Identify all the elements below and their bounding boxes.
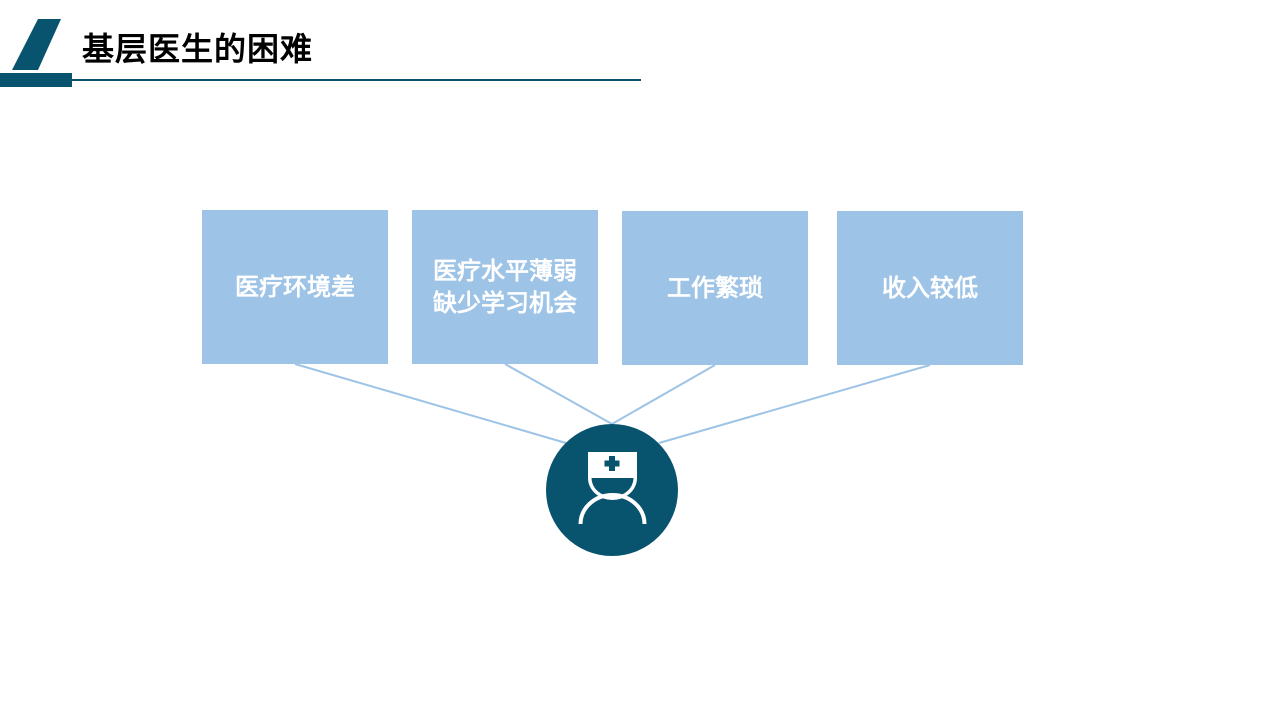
difficulty-box-environment: 医疗环境差 [202, 210, 388, 364]
box-label: 收入较低 [882, 274, 978, 302]
difficulty-box-workload: 工作繁琐 [622, 211, 808, 365]
box-label-line-1: 医疗水平薄弱 [433, 257, 577, 285]
box-label-line-2: 缺少学习机会 [433, 289, 577, 317]
difficulty-box-skill-level: 医疗水平薄弱缺少学习机会 [412, 210, 598, 364]
connector-line-2 [504, 363, 613, 425]
title-slash-decoration [12, 19, 61, 70]
doctor-nurse-icon [546, 424, 678, 556]
connector-line-3 [611, 364, 716, 425]
title-underline [72, 79, 641, 81]
difficulty-box-income: 收入较低 [837, 211, 1023, 365]
connector-line-4 [658, 364, 931, 444]
title-underline-block [0, 73, 72, 87]
connector-line-1 [294, 363, 567, 444]
box-label: 工作繁琐 [667, 274, 763, 302]
box-label: 医疗环境差 [235, 273, 355, 301]
page-title: 基层医生的困难 [82, 30, 314, 68]
